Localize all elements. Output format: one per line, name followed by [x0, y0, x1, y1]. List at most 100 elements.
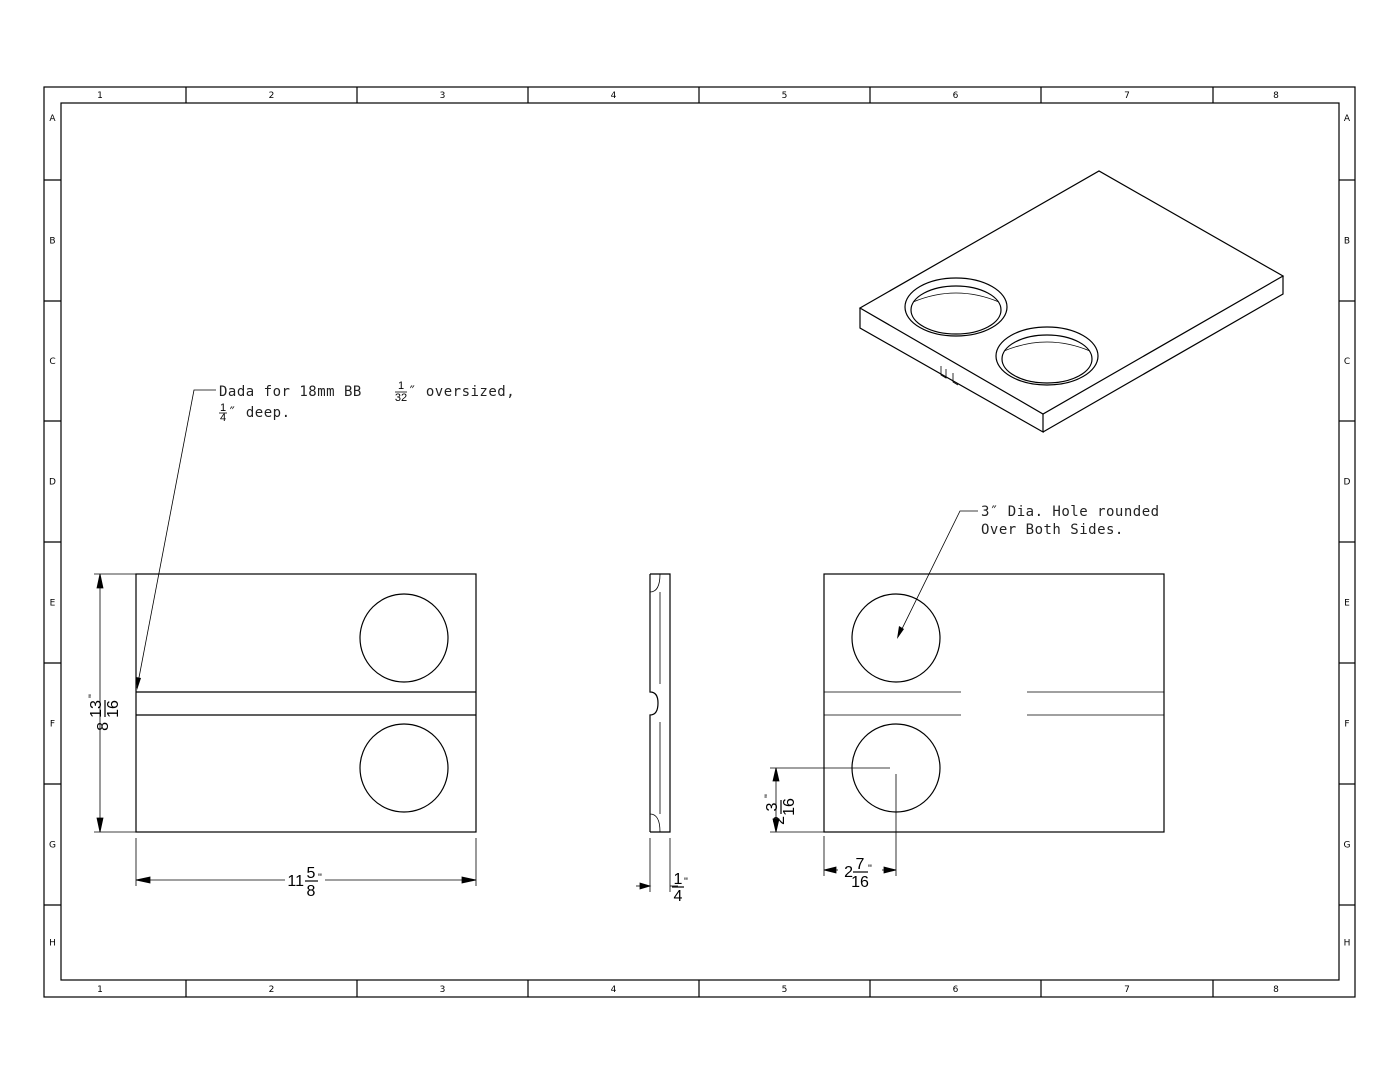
- iso-left-side: [859, 308, 1044, 434]
- zone-row-label-right: D: [1344, 478, 1351, 488]
- hole-y-den: 16: [781, 798, 798, 816]
- hole-note: 3″ Dia. Hole rounded Over Both Sides.: [897, 504, 1160, 639]
- zone-row-label-right: A: [1344, 114, 1351, 124]
- front-hole-lower: [359, 723, 449, 813]
- dado-note-line1a: Dada for 18mm BB: [219, 384, 362, 400]
- zone-row-label-left: H: [49, 939, 56, 949]
- hole-note-line2: Over Both Sides.: [981, 522, 1124, 538]
- hole-note-line1: 3″ Dia. Hole rounded: [981, 504, 1160, 520]
- dado-note-line1b: ″ oversized,: [408, 384, 515, 400]
- hole-x-dim-label: 2 7 16 ": [844, 856, 872, 891]
- iso-dado-notch: [940, 366, 947, 379]
- front-view: [135, 573, 477, 833]
- hole-x-unit: ": [868, 863, 872, 875]
- zone-row-label-left: G: [49, 841, 56, 851]
- width-dimension: [135, 838, 477, 886]
- zone-col-label-top: 5: [782, 91, 788, 101]
- svg-text:″ deep.: ″ deep.: [228, 405, 291, 421]
- dado-leader: [136, 389, 216, 689]
- thickness-num: 1: [674, 871, 683, 888]
- zone-col-label-top: 6: [953, 91, 959, 101]
- iso-dado-notch-2: [952, 373, 959, 386]
- zone-row-label-right: H: [1344, 939, 1351, 949]
- front-outline: [135, 573, 477, 833]
- hole-leader: [897, 510, 978, 638]
- iso-top-face: [858, 170, 1285, 415]
- dado-frac-den: 32: [395, 392, 407, 404]
- zone-col-label-top: 7: [1124, 91, 1130, 101]
- svg-text:Dada for 18mm BB: Dada for 18mm BB: [219, 384, 362, 400]
- zone-col-label-bottom: 6: [953, 985, 959, 995]
- iso-hole-2-outer: [995, 326, 1099, 386]
- zone-col-label-bottom: 5: [782, 985, 788, 995]
- thickness-dimension: [636, 838, 678, 892]
- width-whole: 11: [287, 873, 304, 890]
- iso-hole-1-inner: [910, 285, 1002, 335]
- zone-row-label-right: G: [1344, 841, 1351, 851]
- height-dim-label: 8 13 16 ": [87, 694, 122, 731]
- dado-note: Dada for 18mm BB 1 32 ″ oversized, 1 4 ″…: [136, 380, 515, 690]
- width-dim-label: 11 5 8 ": [287, 865, 322, 900]
- height-num: 13: [88, 700, 105, 718]
- zone-row-label-left: D: [49, 478, 56, 488]
- side-roundover-bottom: [649, 813, 661, 833]
- svg-text:″ oversized,: ″ oversized,: [408, 384, 515, 400]
- side-dado: [649, 684, 659, 722]
- zone-col-label-bottom: 3: [440, 985, 446, 995]
- iso-right-side: [1042, 276, 1284, 433]
- zone-col-label-bottom: 8: [1273, 985, 1279, 995]
- inner-border: [60, 102, 1340, 981]
- hole-x-whole: 2: [844, 864, 853, 881]
- hole-y-unit: ": [763, 794, 775, 798]
- back-outline: [823, 573, 1165, 833]
- zone-row-label-left: A: [49, 114, 56, 124]
- iso-hole-2-wall: [1003, 341, 1091, 352]
- zone-row-label-right: E: [1344, 599, 1350, 609]
- isometric-view: [858, 170, 1285, 434]
- zone-row-label-left: F: [50, 720, 55, 730]
- back-hole-upper: [851, 593, 941, 683]
- iso-hole-2-inner: [1001, 334, 1093, 384]
- zone-row-label-left: C: [49, 357, 55, 367]
- width-num: 5: [307, 865, 316, 882]
- dado-frac-num: 1: [398, 380, 404, 392]
- height-whole: 8: [95, 722, 112, 731]
- zone-col-label-top: 8: [1273, 91, 1279, 101]
- thickness-den: 4: [674, 888, 683, 905]
- zone-col-label-top: 4: [611, 91, 617, 101]
- hole-x-dimension: [823, 836, 897, 876]
- zone-row-label-left: B: [49, 237, 55, 247]
- hole-y-whole: 2: [771, 816, 788, 825]
- dado-line2-den: 4: [220, 412, 226, 424]
- zone-row-label-right: B: [1344, 237, 1350, 247]
- back-view: [770, 573, 1165, 876]
- zone-row-label-right: F: [1344, 720, 1349, 730]
- height-unit: ": [87, 694, 99, 698]
- hole-y-num: 3: [764, 802, 781, 811]
- zone-row-label-right: C: [1344, 357, 1350, 367]
- thickness-unit: ": [684, 876, 688, 888]
- iso-hole-1-wall: [912, 292, 1000, 303]
- zone-col-label-bottom: 2: [269, 985, 275, 995]
- hole-x-num: 7: [856, 856, 865, 873]
- iso-hole-1-outer: [904, 277, 1008, 337]
- zone-col-label-bottom: 4: [611, 985, 617, 995]
- width-den: 8: [307, 883, 316, 900]
- thickness-dim-label: 1 4 ": [672, 871, 688, 905]
- zone-col-label-bottom: 1: [97, 985, 103, 995]
- zone-col-label-top: 2: [269, 91, 275, 101]
- height-dimension: [94, 573, 136, 833]
- hole-x-den: 16: [851, 874, 869, 891]
- front-hole-upper: [359, 593, 449, 683]
- outer-border: [43, 86, 1356, 998]
- zone-col-label-top: 3: [440, 91, 446, 101]
- side-view: [649, 573, 671, 833]
- zone-row-label-left: E: [50, 599, 56, 609]
- hole-y-dimension: [770, 767, 824, 833]
- hole-y-dim-label: 2 3 16 ": [763, 794, 798, 825]
- width-unit: ": [318, 872, 322, 884]
- zone-col-label-top: 1: [97, 91, 103, 101]
- side-roundover-top: [649, 573, 661, 593]
